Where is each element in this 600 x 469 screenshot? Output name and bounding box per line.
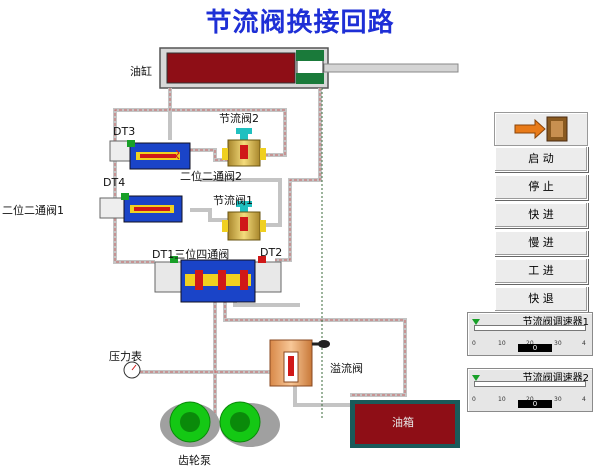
slider-1-ticks: 0 10 20 30 4 [472, 340, 588, 350]
relief-valve-label: 溢流阀 [330, 362, 363, 375]
work-feed-button[interactable]: 工 进 [494, 258, 588, 284]
slow-forward-button[interactable]: 慢 进 [494, 230, 588, 256]
slider-2-tick: 30 [554, 396, 562, 403]
slider-1-tick: 10 [498, 340, 506, 347]
fast-return-button[interactable]: 快 退 [494, 286, 588, 312]
dt3-label: DT3 [113, 125, 136, 138]
dt4-label: DT4 [103, 176, 126, 189]
slider-1-title: 节流阀调速器1 [522, 317, 589, 328]
slider-2-thumb[interactable] [472, 375, 480, 381]
throttle-valve-2-label: 节流阀2 [219, 112, 259, 125]
slider-1-tick: 0 [472, 340, 476, 347]
tank-label: 油箱 [392, 416, 414, 429]
exit-button[interactable] [494, 112, 588, 146]
three-position-four-way-valve [154, 256, 282, 303]
throttle-speed-controller-2[interactable]: 节流阀调速器2 0 10 20 30 4 0 [467, 368, 593, 412]
slider-2-title: 节流阀调速器2 [522, 373, 589, 384]
fast-forward-button[interactable]: 快 进 [494, 202, 588, 228]
gear-pump [160, 401, 280, 447]
stop-button[interactable]: 停 止 [494, 174, 588, 200]
exit-door-arrow-icon [514, 116, 568, 142]
two-way-valve-1-label: 二位二通阀1 [2, 204, 64, 217]
hydraulic-cylinder [159, 47, 459, 89]
page-title: 节流阀换接回路 [205, 8, 395, 38]
throttle-valve-1 [222, 201, 266, 241]
slider-1-track[interactable] [474, 325, 586, 331]
gear-pump-label: 齿轮泵 [178, 454, 211, 467]
cylinder-label: 油缸 [130, 65, 152, 78]
oil-tank [350, 400, 460, 448]
relief-valve [269, 339, 330, 387]
slider-1-tick: 4 [582, 340, 586, 347]
slider-2-tick: 20 [526, 396, 534, 403]
slider-2-tick: 0 [472, 396, 476, 403]
two-way-valve-2 [109, 140, 191, 170]
slider-2-tick: 4 [582, 396, 586, 403]
flow-lines [114, 88, 406, 420]
slider-1-tick: 20 [526, 340, 534, 347]
dt1-valve-label: DT1三位四通阀 [152, 248, 230, 261]
slider-1-readout: 0 [518, 344, 552, 352]
pressure-gauge [123, 361, 141, 379]
slider-2-tick: 10 [498, 396, 506, 403]
slider-2-ticks: 0 10 20 30 4 [472, 396, 588, 406]
start-button[interactable]: 启 动 [494, 146, 588, 172]
slider-1-thumb[interactable] [472, 319, 480, 325]
slider-1-tick: 30 [554, 340, 562, 347]
throttle-speed-controller-1[interactable]: 节流阀调速器1 0 10 20 30 4 0 [467, 312, 593, 356]
two-way-valve-1 [99, 193, 183, 223]
two-way-valve-2-label: 二位二通阀2 [180, 170, 242, 183]
throttle-valve-1-label: 节流阀1 [213, 194, 253, 207]
slider-2-track[interactable] [474, 381, 586, 387]
throttle-valve-2 [222, 128, 266, 167]
pressure-gauge-label: 压力表 [109, 350, 142, 363]
dt2-label: DT2 [260, 246, 283, 259]
slider-2-readout: 0 [518, 400, 552, 408]
